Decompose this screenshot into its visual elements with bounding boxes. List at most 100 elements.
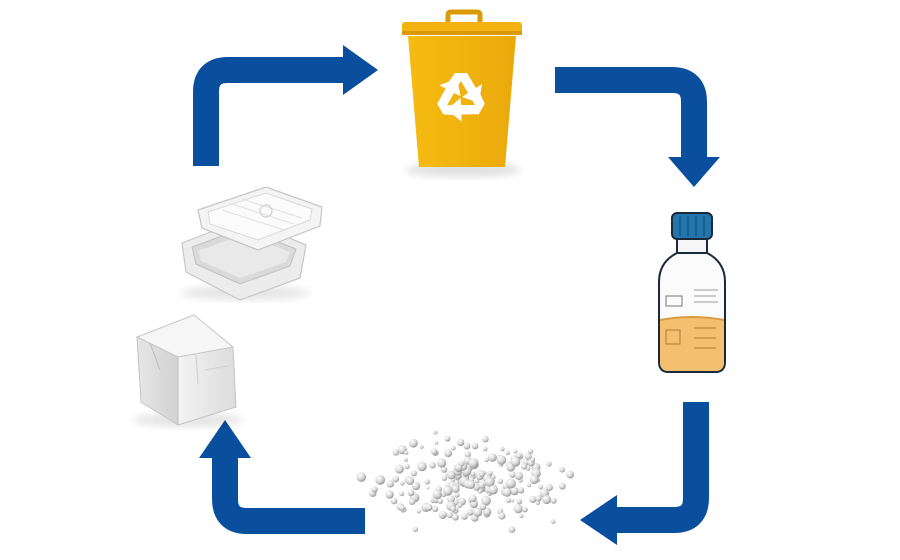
bead: [488, 485, 498, 495]
bead: [410, 470, 417, 477]
bead: [484, 477, 495, 487]
arrow-bin-to-bottle: [555, 67, 720, 187]
bead: [508, 526, 516, 533]
bead: [538, 484, 544, 490]
bead: [496, 455, 507, 465]
bead: [482, 507, 492, 517]
bead: [434, 441, 439, 445]
bead: [452, 513, 459, 521]
bead: [424, 479, 430, 485]
bead: [471, 442, 479, 450]
bead: [408, 498, 416, 506]
bead: [385, 490, 394, 499]
bead: [394, 464, 404, 474]
bead: [558, 482, 566, 490]
bead: [535, 495, 542, 502]
bead: [446, 512, 453, 519]
bead: [433, 430, 438, 435]
bead: [566, 470, 575, 479]
bead: [469, 494, 477, 503]
bead: [505, 497, 512, 503]
bead: [559, 466, 565, 473]
bead: [461, 513, 468, 520]
bead: [509, 471, 516, 478]
bead: [498, 512, 506, 520]
bead: [522, 506, 528, 513]
bead: [484, 457, 489, 463]
bead: [530, 457, 536, 463]
bead: [488, 471, 493, 475]
bead: [404, 463, 410, 470]
arrow-bottle-to-beads: [580, 402, 709, 545]
bead: [443, 486, 453, 496]
bead: [473, 507, 483, 517]
bead: [455, 464, 463, 472]
bead: [411, 481, 421, 491]
bead: [529, 495, 537, 503]
bead: [375, 475, 386, 485]
bead: [454, 492, 460, 498]
bead: [527, 483, 532, 488]
bead: [517, 487, 525, 494]
bead: [479, 503, 487, 511]
bead: [505, 478, 516, 489]
bead: [488, 453, 497, 462]
bead: [407, 489, 415, 497]
bead: [535, 500, 541, 505]
bead: [478, 489, 482, 494]
bead: [426, 486, 430, 490]
bead: [542, 495, 552, 505]
bead: [437, 498, 443, 504]
bead: [405, 476, 415, 485]
bead: [513, 504, 523, 514]
bead: [371, 486, 378, 493]
bead: [482, 435, 489, 443]
bead: [482, 446, 488, 452]
bead: [516, 454, 521, 459]
bead: [390, 497, 398, 505]
bead: [468, 458, 479, 468]
bead: [447, 470, 456, 480]
recycle-bin-icon: [402, 9, 522, 177]
bead: [386, 480, 394, 488]
bead: [466, 480, 476, 490]
bead: [527, 448, 534, 455]
bead: [419, 444, 424, 449]
bead: [447, 495, 455, 504]
bead: [441, 475, 448, 481]
bead: [513, 449, 518, 454]
bead: [519, 513, 524, 519]
bead: [430, 448, 438, 455]
bead: [432, 489, 443, 500]
bead: [550, 497, 557, 504]
bead: [417, 461, 427, 472]
bead: [441, 511, 447, 517]
bead: [510, 457, 521, 467]
bead: [521, 463, 528, 470]
bead: [392, 475, 400, 483]
bead: [500, 446, 505, 452]
bead: [451, 485, 460, 493]
bead: [478, 470, 485, 478]
bead: [516, 498, 523, 505]
bead: [399, 491, 405, 497]
foam-box-icon: [133, 314, 243, 427]
bead: [444, 449, 453, 458]
bead: [427, 506, 432, 510]
bead: [450, 445, 456, 451]
lab-bottle-icon: [658, 212, 726, 373]
bead: [450, 506, 457, 512]
bead: [466, 508, 474, 516]
arrow-tray-to-bin: [193, 45, 378, 166]
arrow-beads-to-box: [199, 420, 365, 534]
bead: [440, 466, 448, 473]
bead: [514, 471, 524, 480]
bead: [356, 472, 367, 482]
foam-tray-icon: [180, 186, 323, 301]
bead-pellets-icon: [356, 430, 575, 533]
bead: [403, 457, 408, 462]
bead: [392, 449, 400, 456]
bead: [429, 461, 436, 469]
bead: [510, 499, 514, 503]
